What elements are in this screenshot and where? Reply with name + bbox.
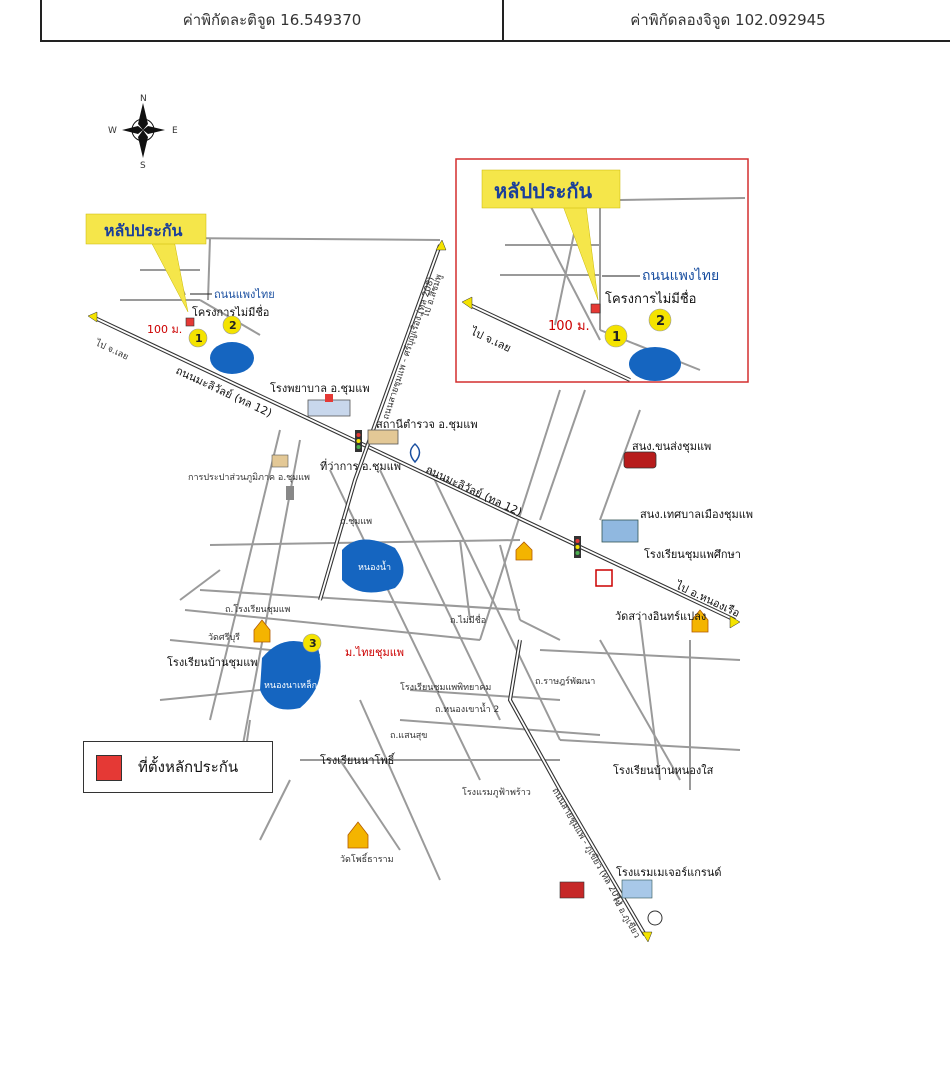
callout-title: หลัปประกัน [104,221,183,240]
temple-icon-3 [347,821,369,849]
hotel-icon [621,879,653,899]
municipal-office-label: สนง.เทศบาลเมืองชุมแพ [640,508,753,521]
bus-station-label: สนง.ขนส่งชุมแพ [632,440,711,453]
svg-text:1: 1 [612,330,621,345]
compass-e: E [172,126,178,136]
hospital-2-icon [559,881,585,899]
bank-icon [595,569,613,587]
svg-text:3: 3 [309,637,317,650]
school-wat-label: โรงเรียนชุมแพพิทยาคม [400,682,491,693]
marker-2 [222,315,242,335]
to-loei-label: ไป จ.เลย [93,337,130,362]
marker-3 [302,633,322,653]
svg-text:2: 2 [229,319,237,332]
roundabout-icon [647,910,663,926]
svg-text:2: 2 [656,314,665,329]
project-label: โครงการไม่มีชื่อ [192,304,269,319]
pond-center-label: หนองน้ำ [358,560,391,573]
market-label: ม.ไทยชุมแพ [345,646,404,659]
collateral-marker [185,317,195,327]
police-label: สถานีตำรวจ อ.ชุมแพ [376,418,478,431]
temple-icon-4 [515,541,533,561]
school-nongsai-label: โรงเรียนบ้านหนองใส [613,763,714,777]
inset-distance-label: 100 ม. [548,319,590,334]
hotel-prao-label: โรงแรมภูฟ้าพร้าว [462,787,531,798]
map-legend: ที่ตั้งหลักประกัน [83,741,273,793]
pond-center [342,539,404,593]
inset-road-label: ถนนแพงไทย [642,267,719,284]
highway-12 [94,316,736,622]
svg-text:1: 1 [195,332,203,345]
inset-marker-2 [648,308,672,332]
school-chumphaesuksa-label: โรงเรียนชุมแพศึกษา [644,547,741,561]
highway-208 [318,244,442,601]
district-office-icon [409,442,421,464]
inset-map: หลัปประกัน ถนนแพงไทย โครงการไม่มีชื่อ 10… [455,158,749,383]
longitude-label: ค่าพิกัดลองจิจูด 102.092945 [630,11,826,29]
legend-label: ที่ตั้งหลักประกัน [138,758,239,776]
bus-icon [623,451,657,469]
soi-d-label: ถ.ชุมแพ [340,517,372,527]
hotel-major-label: โรงแรมเมเจอร์แกรนด์ [616,865,722,879]
latitude-label: ค่าพิกัดละติจูด 16.549370 [42,0,504,40]
pond-southwest [260,640,321,710]
hospital-label: โรงพยาบาล อ.ชุมแพ [270,381,370,395]
compass-w: W [108,126,117,136]
pond-north [210,342,254,374]
marker-1 [188,328,208,348]
road-phaengthai-label: ถนนแพงไทย [214,288,275,301]
waterworks-label: การประปาส่วนภูมิภาค อ.ชุมแพ [188,472,310,483]
distance-label: 100 ม. [147,323,182,336]
temple-icon-1 [253,619,271,643]
highway-12-label-2: ถนนมะลิวัลย์ (ทล 12) [424,463,524,519]
municipal-building-icon [601,519,639,543]
minor-roads [120,237,741,881]
hospital-icon [307,399,351,417]
wat-sriburi-label: วัดศรีบุรี [208,632,240,643]
inset-project-label: โครงการไม่มีชื่อ [605,290,696,307]
legend-swatch [96,755,122,781]
wat-phothi-label: วัดโพธิ์ธาราม [340,852,394,865]
pond-sw-label: หนองนาเหล็ก [264,678,317,691]
highway-201 [507,639,647,937]
soi-e-label: ถ.ไม่มีชื่อ [450,613,486,626]
compass-icon: N S W E [108,94,178,171]
wat-sawang-label: วัดสว่างอินทร์แปลง [615,610,706,623]
coordinate-header: ค่าพิกัดละติจูด 16.549370 ค่าพิกัดลองจิจ… [40,0,950,42]
soi-b-label: ถ.หนองเขาน้ำ 2 [435,702,499,715]
hospital-cross-icon [325,394,333,402]
soi-f-label: ถ.โรงเรียนชุมแพ [225,604,291,615]
inset-marker-1 [604,324,628,348]
soi-c-label: ถ.แสนสุข [390,731,427,741]
school-phothi-label: โรงเรียนนาโพธิ์ [320,752,396,767]
water-tower-icon [286,486,294,500]
soi-a-label: ถ.ราษฎร์พัฒนา [535,675,595,687]
compass-s: S [140,161,146,171]
inset-callout-title: หลัปประกัน [494,179,592,203]
temple-icon-2 [691,609,709,633]
house-icon [271,454,289,468]
district-office-label: ที่ว่าการ อ.ชุมแพ [320,458,401,473]
police-icon [367,429,399,445]
compass-n: N [140,94,147,104]
collateral-callout: หลัปประกัน [85,213,207,313]
school-banchumphae-label: โรงเรียนบ้านชุมแพ [167,655,258,669]
